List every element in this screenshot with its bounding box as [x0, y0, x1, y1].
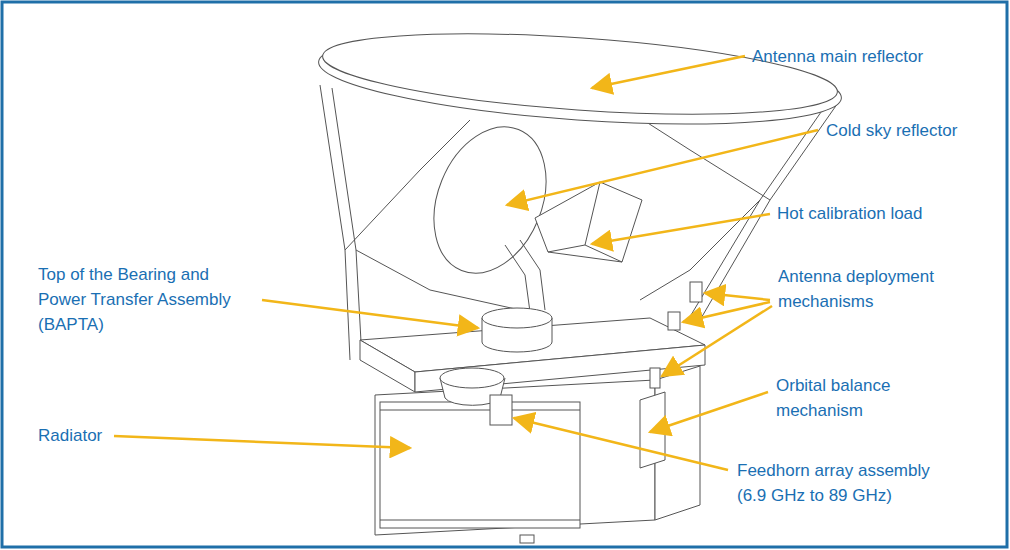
part-label: Hot calibration load [777, 201, 1002, 226]
part-label: Top of the Bearing and Power Transfer As… [38, 262, 253, 337]
leader-lines [114, 56, 818, 470]
leader-line [114, 436, 410, 448]
part-label: Radiator [38, 423, 188, 448]
leader-line [592, 56, 745, 88]
part-label: Feedhorn array assembly (6.9 GHz to 89 G… [737, 458, 947, 508]
part-label: Antenna deployment mechanisms [778, 264, 978, 314]
leader-line [683, 302, 770, 322]
leader-line [662, 306, 772, 376]
leader-line [262, 300, 478, 328]
part-label: Orbital balance mechanism [776, 373, 926, 423]
leader-line [705, 293, 770, 300]
part-label: Cold sky reflector [826, 118, 1006, 143]
leader-line [650, 392, 768, 432]
leader-line [507, 130, 818, 205]
leader-line [514, 418, 728, 470]
leader-line [592, 214, 770, 244]
part-label: Antenna main reflector [752, 44, 1002, 69]
